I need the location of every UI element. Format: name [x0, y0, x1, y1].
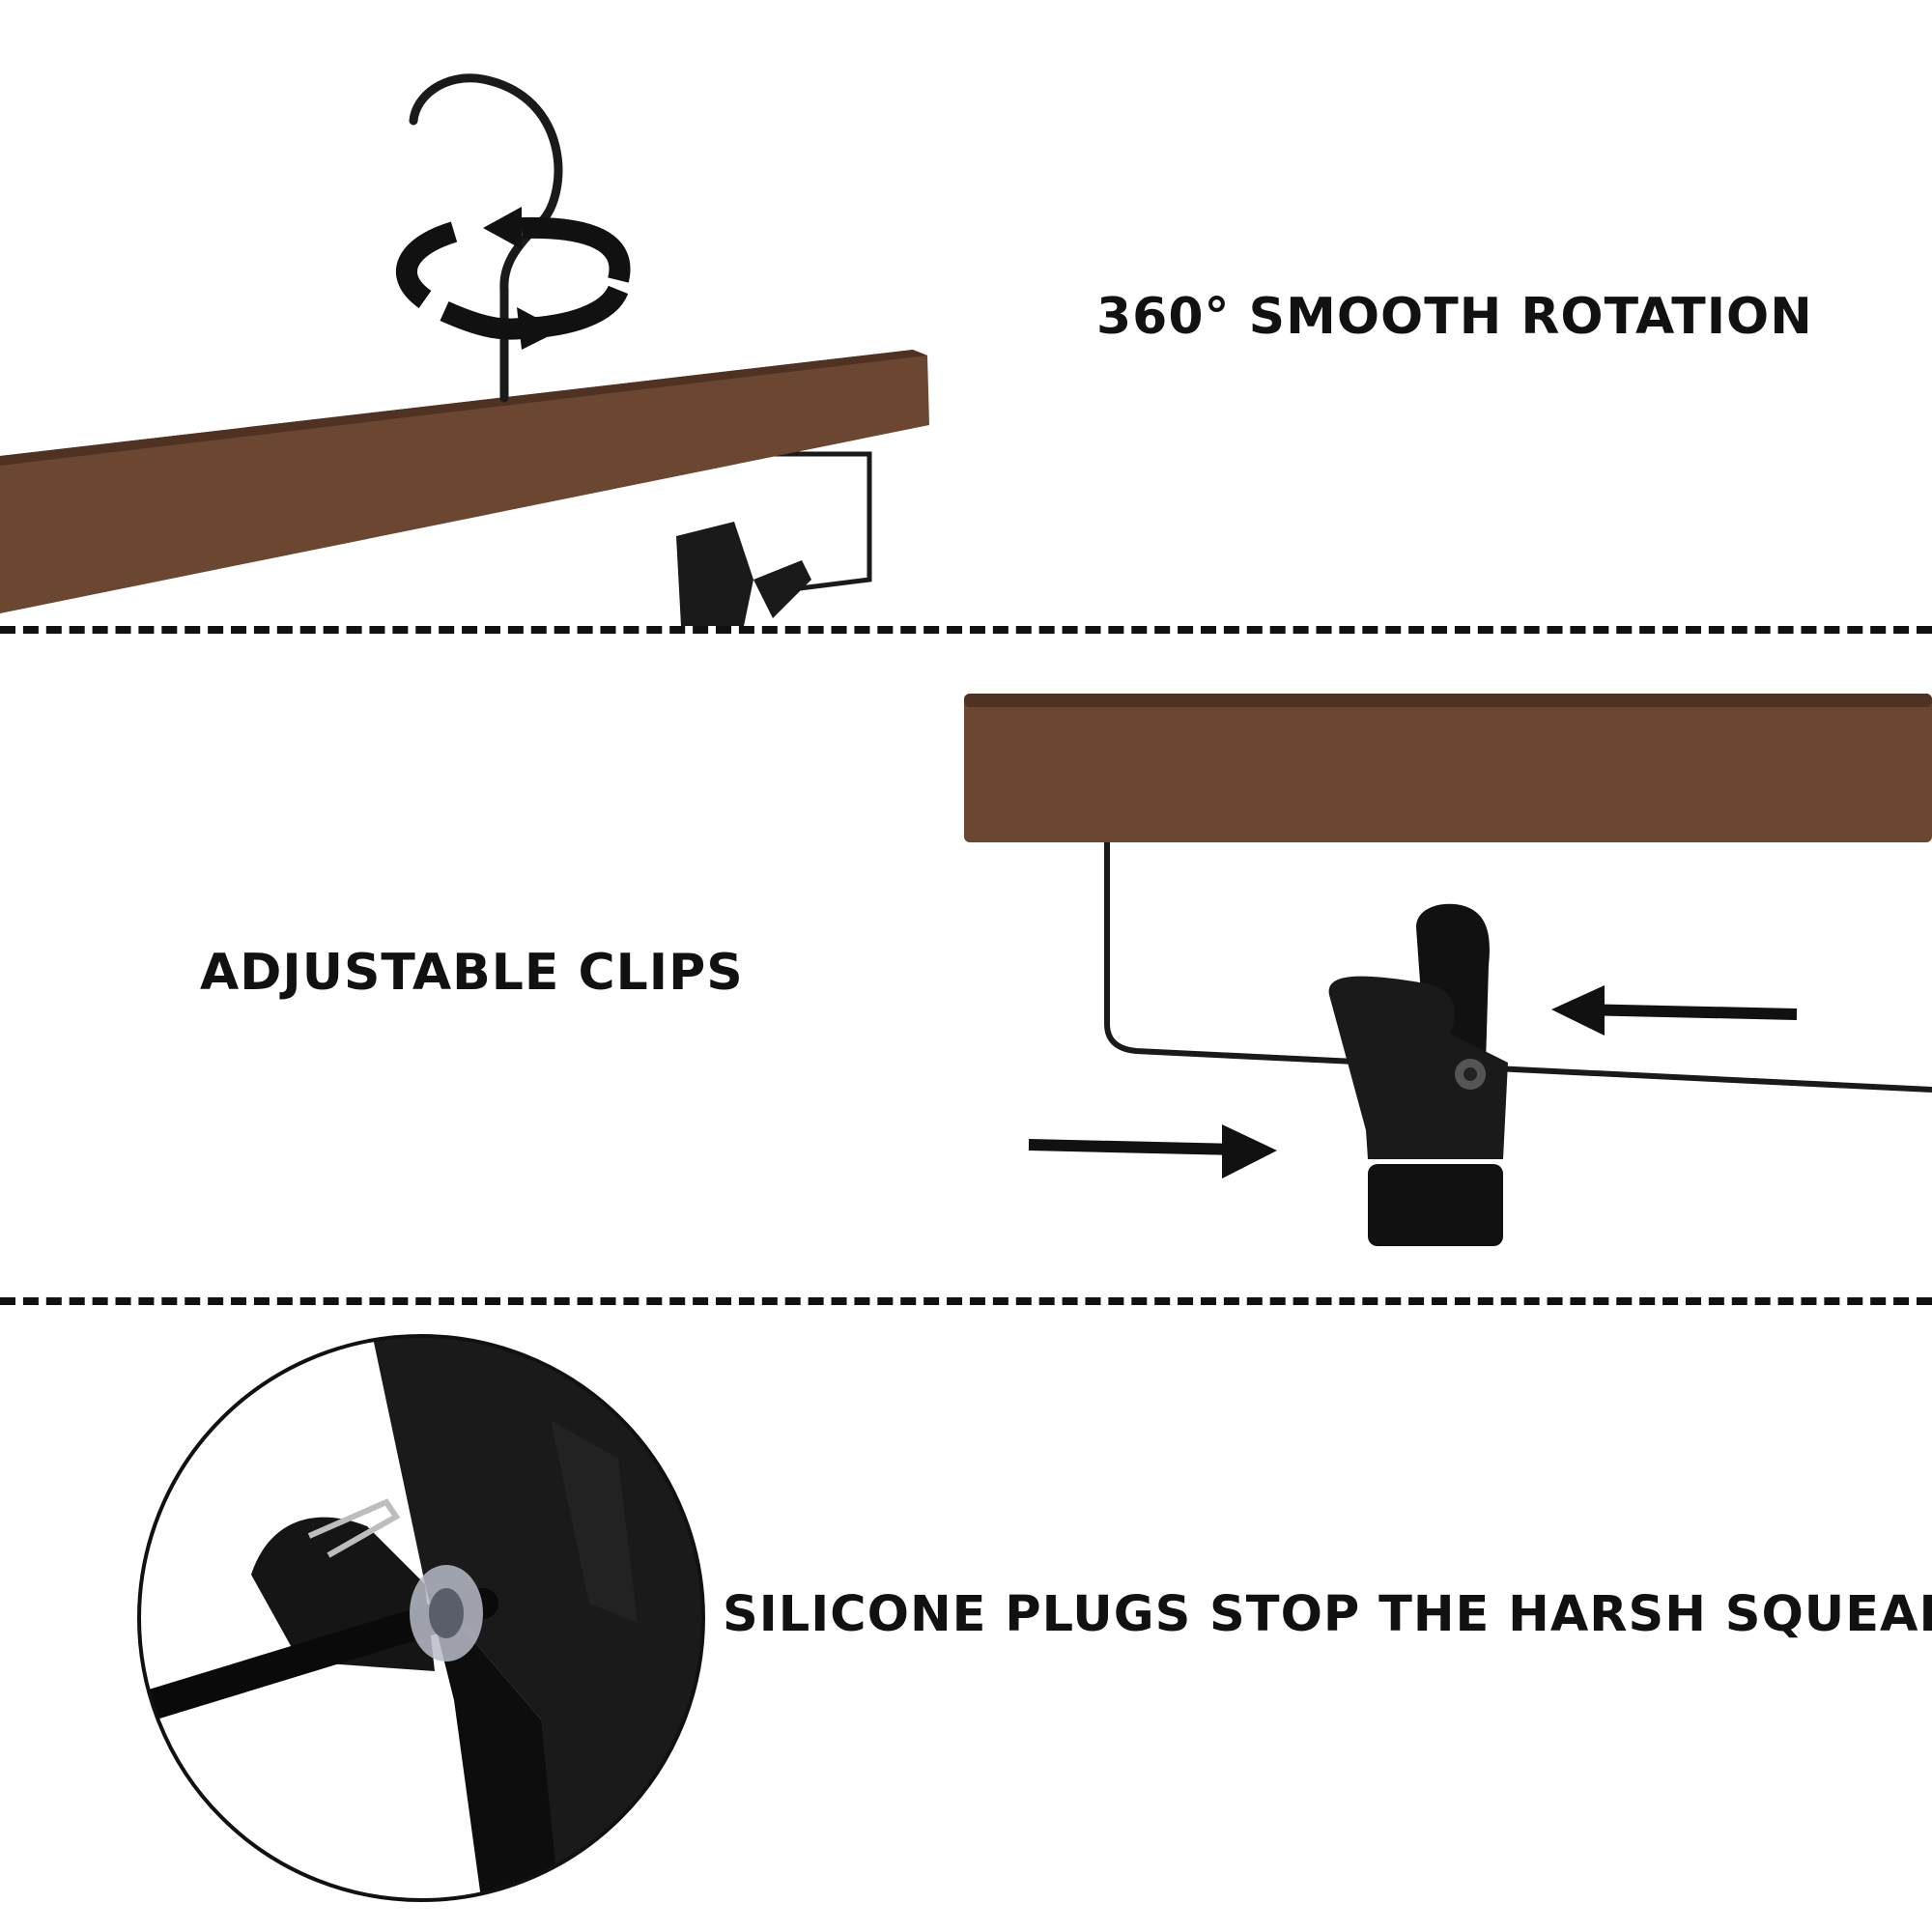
arrow-left-icon	[1551, 985, 1798, 1036]
clip-partial	[676, 451, 872, 626]
swivel-hook	[409, 73, 563, 403]
section-divider	[0, 626, 1932, 634]
wooden-bar	[964, 694, 1932, 842]
wooden-bar	[0, 350, 929, 613]
arrow-right-icon	[1028, 1124, 1277, 1179]
clip	[1328, 903, 1508, 1246]
section-divider	[0, 1297, 1932, 1305]
feature-label-clips: ADJUSTABLE CLIPS	[200, 944, 744, 1002]
rotation-arrows-icon	[396, 207, 631, 350]
feature-label-rotation: 360° SMOOTH ROTATION	[1096, 288, 1813, 346]
adjustable-clip-illustration	[964, 694, 1932, 1246]
feature-label-silicone: SILICONE PLUGS STOP THE HARSH SQUEAK	[723, 1586, 1932, 1643]
hanger-hook-illustration	[0, 73, 929, 626]
silicone-plug-closeup-illustration	[137, 1334, 705, 1902]
